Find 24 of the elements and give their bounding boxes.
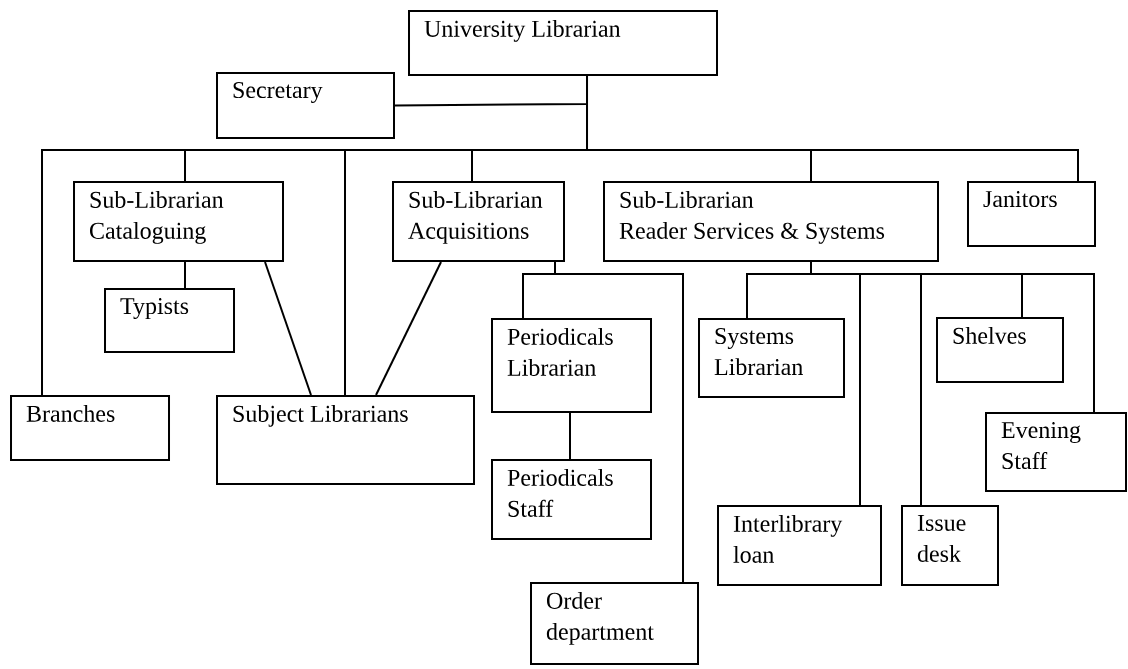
- role-box: Janitors: [967, 181, 1096, 247]
- role-box: Secretary: [216, 72, 395, 139]
- role-box: Sub-Librarian Acquisitions: [392, 181, 565, 262]
- role-box: Systems Librarian: [698, 318, 845, 398]
- role-box: Typists: [104, 288, 235, 353]
- connector-line: [264, 261, 312, 396]
- role-box: Sub-Librarian Reader Services & Systems: [603, 181, 939, 262]
- connector-line: [586, 75, 1079, 182]
- role-box: Branches: [10, 395, 170, 461]
- connector-line: [810, 261, 1095, 413]
- role-box: Order department: [530, 582, 699, 665]
- role-box: Sub-Librarian Cataloguing: [73, 181, 284, 262]
- role-box: Issue desk: [901, 505, 999, 586]
- role-box: Interlibrary loan: [717, 505, 882, 586]
- role-box: University Librarian: [408, 10, 718, 76]
- role-box: Shelves: [936, 317, 1064, 383]
- role-box: Periodicals Staff: [491, 459, 652, 540]
- role-box: Periodicals Librarian: [491, 318, 652, 413]
- role-box: Evening Staff: [985, 412, 1127, 492]
- connector-line: [569, 412, 571, 460]
- connector-line: [375, 261, 442, 396]
- connector-line: [554, 261, 684, 583]
- role-box: Subject Librarians: [216, 395, 475, 485]
- connector-line: [184, 261, 186, 289]
